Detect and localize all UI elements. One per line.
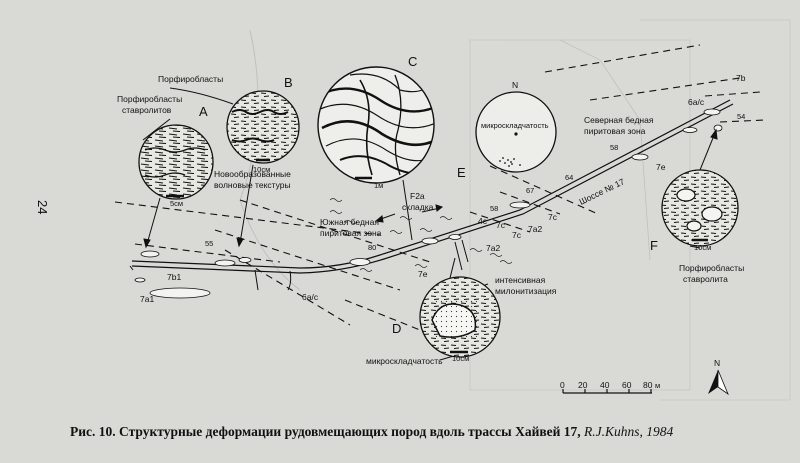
dip-value: 54 [737, 112, 745, 121]
unit-code: 7а2 [486, 243, 500, 253]
scale-tick-label: 80 [643, 380, 653, 390]
zone-boundaries [114, 44, 766, 331]
north-arrow-label: N [714, 358, 720, 368]
label-porphyroblasts-f-line2: ставролита [683, 274, 728, 284]
unit-code: 4с [478, 216, 488, 226]
label-stereonet-microfolding: микроскладчатость [481, 121, 549, 130]
dip-value: 58 [610, 143, 618, 152]
label-porphyroblasts-b: Порфиробласты [158, 74, 223, 84]
scale-label-D: 10см [452, 354, 469, 363]
scale-label-B: 10см [253, 165, 270, 174]
outcrop-A-sketch [138, 124, 214, 200]
label-mylonitization-line2: милонитизация [495, 286, 557, 296]
caption-author: R.J.Kuhns, 1984 [584, 424, 674, 439]
unit-code: 7с [548, 212, 558, 222]
label-north-pyrite-line1: Северная бедная [584, 115, 654, 125]
label-south-pyrite-line2: пиритовая зона [320, 228, 382, 238]
figure-caption: Рис. 10. Структурные деформации рудовмещ… [70, 424, 674, 440]
label-f2a: F2a [410, 191, 425, 201]
scale-bar [562, 389, 652, 394]
label-mylonitization-line1: интенсивная [495, 275, 546, 285]
north-arrow-icon [708, 369, 729, 396]
stereonet-north-label: N [512, 80, 518, 90]
unit-code: 7b [736, 73, 746, 83]
road-tick-marks [254, 239, 469, 291]
unit-code: 7а2 [528, 224, 542, 234]
outcrop-label-C: C [408, 54, 417, 69]
dip-value: 67 [526, 186, 534, 195]
scale-label-F: 10см [694, 243, 711, 252]
label-south-pyrite-line1: Южная бедная [320, 217, 379, 227]
scale-label-C: 1м [374, 181, 383, 190]
unit-code: 7е [418, 269, 428, 279]
label-fold: складка [402, 202, 434, 212]
scale-tick-label: 20 [578, 380, 588, 390]
outcrop-label-F: F [650, 238, 658, 253]
label-porphyroblasts-f-line1: Порфиробласты [679, 263, 744, 273]
unit-code: 7b1 [167, 272, 181, 282]
scale-tick-label: 0 [560, 380, 565, 390]
scale-tick-label: 40 [600, 380, 610, 390]
unit-code: 7с [496, 220, 506, 230]
label-wave-textures-line2: волновые текстуры [214, 180, 291, 190]
unit-code: 7е [656, 162, 666, 172]
highway-17 [129, 99, 734, 274]
caption-main: Рис. 10. Структурные деформации рудовмещ… [70, 424, 581, 439]
outcrop-lenses [134, 108, 723, 299]
stereonet [475, 91, 557, 173]
dip-value: 80 [368, 243, 376, 252]
scale-tick-label: 60 [622, 380, 632, 390]
outcrop-label-A: A [199, 104, 208, 119]
unit-code: 7a1 [140, 294, 154, 304]
outcrop-label-E: E [457, 165, 466, 180]
dip-value: 64 [565, 173, 573, 182]
unit-code: 6а/с [302, 292, 319, 302]
unit-code: 7с [512, 230, 522, 240]
outcrop-label-B: B [284, 75, 293, 90]
label-north-pyrite-line2: пиритовая зона [584, 126, 646, 136]
outcrop-label-D: D [392, 321, 401, 336]
dip-value: 55 [205, 239, 213, 248]
outcrop-B-sketch [226, 90, 300, 164]
scale-unit-label: м [655, 381, 660, 390]
scale-label-A: 5см [170, 199, 183, 208]
label-porphyroblasts-a-line1: Порфиробласты [117, 94, 182, 104]
outcrop-F-sketch [661, 169, 739, 247]
label-microfolding-d: микроскладчатость [366, 356, 443, 366]
wavy-texture-marks [329, 198, 513, 272]
dip-value: 58 [490, 204, 498, 213]
label-highway: Шоссе № 17 [577, 176, 626, 207]
unit-code: 6а/с [688, 97, 705, 107]
outcrop-C-sketch [317, 66, 435, 184]
outcrop-D-sketch [419, 276, 501, 358]
f2a-fold-arrows [374, 204, 444, 223]
label-wave-textures-line1: Новообразованные [214, 169, 291, 179]
page-number: 24 [35, 200, 50, 214]
label-porphyroblasts-a-line2: ставролитов [122, 105, 172, 115]
